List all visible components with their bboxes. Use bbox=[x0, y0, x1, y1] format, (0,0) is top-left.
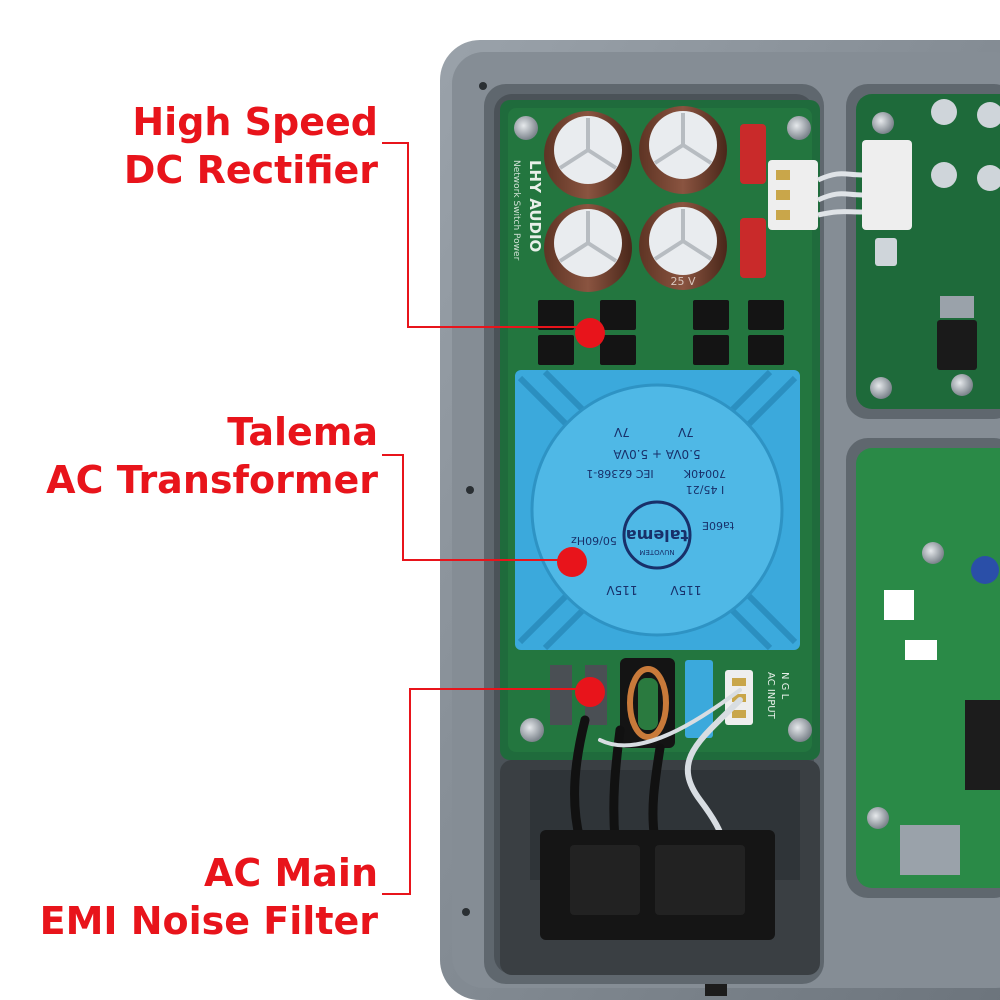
rectifier-marker bbox=[575, 318, 605, 348]
transformer bbox=[515, 369, 800, 651]
film-capacitors bbox=[740, 124, 766, 278]
callout-line: DC Rectifier bbox=[123, 148, 378, 192]
transformer-date-code: I 45/21 bbox=[686, 483, 724, 496]
callout-line: EMI Noise Filter bbox=[39, 899, 378, 943]
transformer-voltage-b: 7V bbox=[677, 425, 694, 439]
transformer-model: ta60E bbox=[702, 519, 734, 532]
mounting-screws bbox=[514, 112, 973, 829]
callout-line: AC Main bbox=[203, 851, 378, 895]
iec-power-socket bbox=[540, 830, 775, 940]
ac-input-label: AC INPUT bbox=[765, 672, 776, 720]
transformer-logo: talema bbox=[626, 526, 688, 545]
callout-line: Talema bbox=[227, 410, 378, 454]
callout-leader-lines bbox=[382, 142, 590, 895]
dc-output-connector bbox=[768, 140, 912, 230]
rectifier-diodes bbox=[538, 300, 784, 365]
filter-capacitors bbox=[544, 106, 727, 292]
transformer-rating: 5.0VA + 5.0VA bbox=[613, 447, 701, 461]
transformer-primary-b: 115V bbox=[670, 583, 702, 597]
board-brand-text: LHY AUDIO bbox=[526, 160, 544, 252]
callout-ac-transformer: Talema AC Transformer bbox=[46, 408, 378, 504]
transformer-primary-a: 115V bbox=[606, 583, 638, 597]
callout-line: AC Transformer bbox=[46, 458, 378, 502]
transformer-voltage-a: 7V bbox=[613, 425, 630, 439]
transformer-frequency: 50/60Hz bbox=[571, 534, 617, 547]
transformer-part-number: 70040K bbox=[683, 467, 726, 480]
ac-input-pins: N G L bbox=[779, 672, 790, 700]
transformer-standard: IEC 62368-1 bbox=[586, 467, 653, 480]
emi-filter-marker bbox=[575, 677, 605, 707]
callout-markers bbox=[557, 318, 605, 707]
callout-dc-rectifier: High Speed DC Rectifier bbox=[124, 98, 378, 194]
capacitor-rating-text: 25 V bbox=[670, 275, 695, 288]
callout-line: High Speed bbox=[132, 100, 378, 144]
board-subtitle-text: Network Switch Power bbox=[511, 160, 521, 261]
transformer-subbrand: NUVOTEM bbox=[639, 548, 674, 556]
ac-wiring bbox=[570, 688, 743, 848]
network-board-components bbox=[875, 99, 1000, 875]
callout-emi-filter: AC Main EMI Noise Filter bbox=[40, 849, 378, 945]
transformer-marker bbox=[557, 547, 587, 577]
